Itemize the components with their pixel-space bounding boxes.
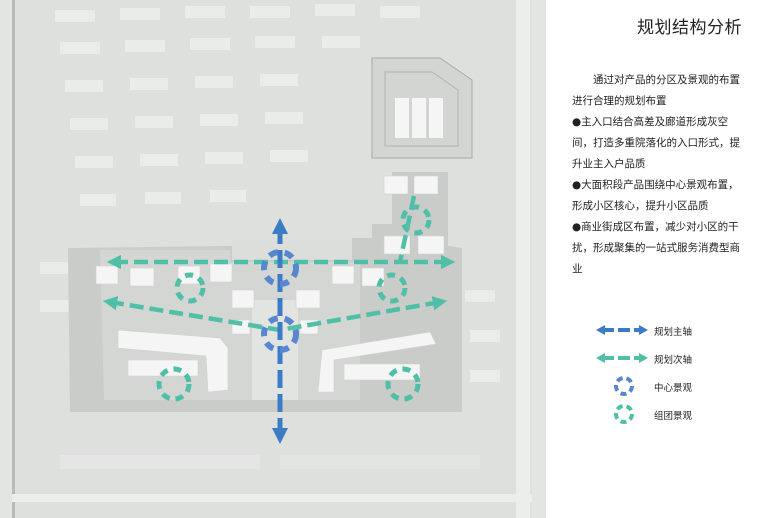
road-right — [516, 0, 530, 518]
road-left — [12, 0, 15, 518]
secondary-axis-arrow-icon — [596, 353, 648, 363]
analysis-points: ●主入口结合高差及廊道形成灰空间，打造多重院落化的入口形式，提升业主入户品质 ●… — [572, 112, 744, 280]
road-bottom — [12, 494, 532, 502]
legend-label: 规划主轴 — [654, 327, 693, 338]
main-axis-arrow-icon — [596, 325, 648, 335]
cluster-landscape-icon — [614, 404, 634, 424]
legend: 规划主轴 规划次轴 中心景观 组团景观 — [594, 318, 744, 430]
central-landscape-icon — [614, 376, 634, 396]
intro-paragraph: 通过对产品的分区及景观的布置进行合理的规划布置 — [572, 74, 740, 107]
legend-item-secondary-axis: 规划次轴 — [594, 346, 744, 374]
page-title: 规划结构分析 — [637, 18, 742, 38]
point-item: ●大面积段产品围绕中心景观布置，形成小区核心，提升小区品质 — [572, 179, 739, 212]
cluster-landscape — [156, 204, 432, 402]
legend-item-cluster-landscape: 组团景观 — [594, 402, 744, 430]
point-item: ●商业街成区布置，减少对小区的干扰，形成聚集的一站式服务消费型商业 — [572, 221, 740, 275]
commercial-block — [371, 57, 473, 159]
point-item: ●主入口结合高差及廊道形成灰空间，打造多重院落化的入口形式，提升业主入户品质 — [572, 116, 740, 170]
central-landscape — [261, 249, 299, 353]
legend-label: 规划次轴 — [654, 355, 693, 366]
legend-item-central-landscape: 中心景观 — [594, 374, 744, 402]
analysis-panel: 规划结构分析 通过对产品的分区及景观的布置进行合理的规划布置 ●主入口结合高差及… — [546, 0, 760, 518]
legend-label: 中心景观 — [654, 383, 693, 394]
surrounding-buildings — [40, 4, 500, 469]
legend-item-main-axis: 规划主轴 — [594, 318, 744, 346]
residential-buildings — [95, 175, 445, 393]
site-plan — [0, 0, 546, 518]
legend-label: 组团景观 — [654, 411, 693, 422]
